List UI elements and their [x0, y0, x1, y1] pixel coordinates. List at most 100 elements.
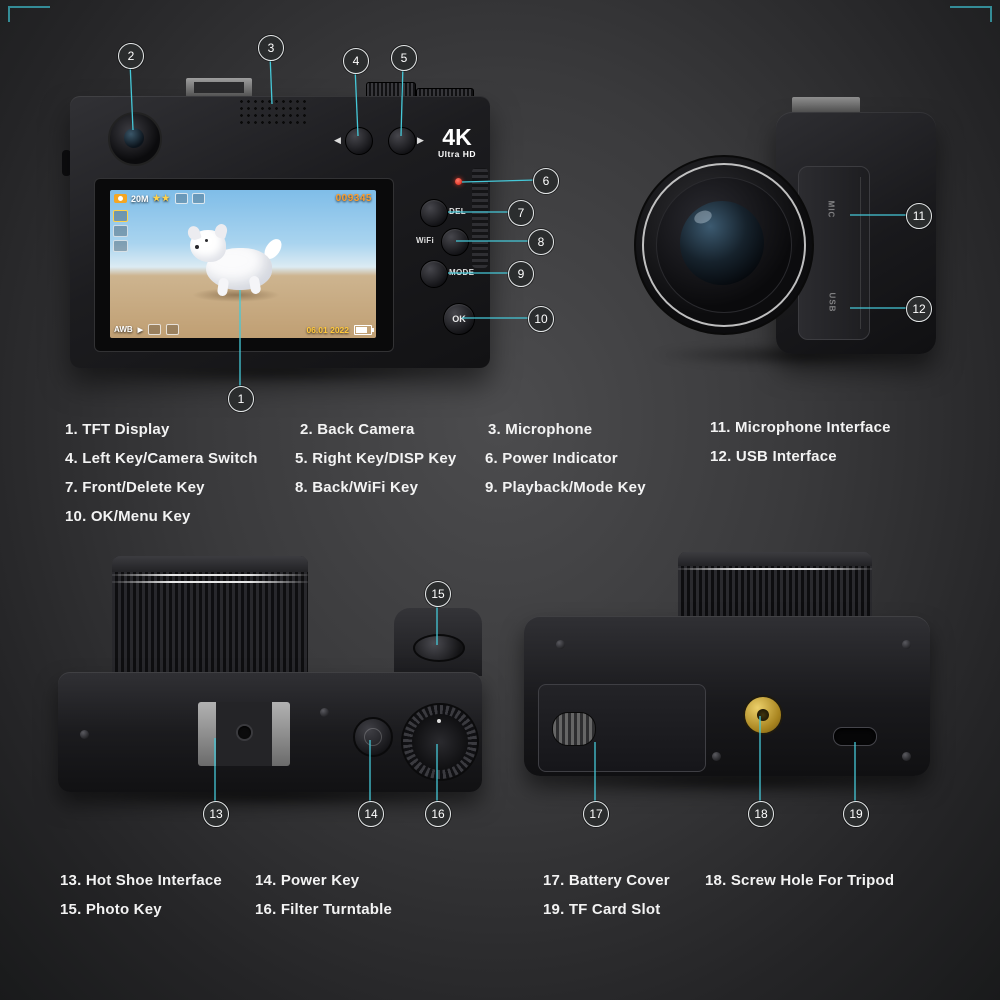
callout-number: 1 — [237, 392, 245, 406]
power-indicator-led — [455, 178, 462, 185]
ok-label: OK — [452, 314, 466, 324]
callout-number: 9 — [517, 267, 525, 281]
4k-logo-text: 4K — [442, 124, 472, 150]
strap-lug — [62, 150, 71, 176]
right-key-button — [388, 127, 416, 155]
battery-cover-latch — [552, 712, 596, 746]
callout-18: 18 — [748, 801, 774, 827]
legend-item-usb-interface: 12. USB Interface — [710, 448, 837, 465]
frame-corner-mark — [950, 6, 992, 22]
microphone-interface-label: MIC — [826, 200, 836, 219]
battery-icon — [354, 324, 374, 335]
osd-icon — [166, 324, 180, 335]
4k-logo: 4K Ultra HD — [428, 126, 486, 159]
legend-item-tripod-screw-hole: 18. Screw Hole For Tripod — [705, 872, 895, 889]
usb-interface-label: USB — [827, 292, 837, 313]
ok-key-button: OK — [443, 303, 475, 335]
osd-icon — [148, 324, 162, 335]
legend-item-power-key: 14. Power Key — [255, 872, 360, 889]
legend-item-photo-key: 15. Photo Key — [60, 901, 162, 918]
legend-item-right-key: 5. Right Key/DISP Key — [295, 450, 457, 467]
legend-item-left-key: 4. Left Key/Camera Switch — [65, 450, 258, 467]
screw-detail — [80, 730, 89, 739]
wifi-key-button — [441, 228, 469, 256]
screw-detail — [902, 640, 911, 649]
legend-item-ok-menu-key: 10. OK/Menu Key — [65, 508, 191, 525]
osd-icon — [113, 240, 128, 252]
legend-item-filter-turntable: 16. Filter Turntable — [255, 901, 393, 918]
screw-detail — [902, 752, 911, 761]
callout-number: 11 — [912, 209, 926, 223]
legend-item-battery-cover: 17. Battery Cover — [543, 872, 670, 889]
legend-item-mode-key: 9. Playback/Mode Key — [485, 479, 646, 496]
callout-number: 13 — [209, 807, 223, 821]
legend-item-back-camera: 2. Back Camera — [300, 421, 415, 438]
callout-6: 6 — [533, 168, 559, 194]
wifi-label: WiFi — [416, 236, 435, 245]
hot-shoe-hole — [238, 726, 251, 739]
callout-13: 13 — [203, 801, 229, 827]
photo-key-button — [413, 634, 465, 662]
callout-5: 5 — [391, 45, 417, 71]
callout-number: 7 — [517, 206, 525, 220]
delete-key-button — [420, 199, 448, 227]
megapixel-label: 20M — [131, 193, 149, 204]
callout-15: 15 — [425, 581, 451, 607]
callout-12: 12 — [906, 296, 932, 322]
osd-icon — [174, 193, 188, 204]
dog-photo-subject — [186, 222, 284, 302]
callout-4: 4 — [343, 48, 369, 74]
callout-2: 2 — [118, 43, 144, 69]
back-camera-lens — [108, 112, 162, 166]
tft-display: 20M ★★ 009345 AWB ▶ 06.01 2022 — [110, 190, 376, 338]
play-icon: ▶ — [137, 326, 144, 334]
screw-detail — [320, 708, 329, 717]
callout-number: 4 — [352, 54, 360, 68]
callout-7: 7 — [508, 200, 534, 226]
top-hot-shoe — [186, 78, 252, 97]
callout-19: 19 — [843, 801, 869, 827]
dog-shadow — [192, 288, 280, 302]
thumb-grip — [472, 168, 488, 268]
tf-card-slot — [833, 727, 877, 746]
screen-osd-top: 20M ★★ 009345 — [114, 193, 372, 204]
legend-item-microphone: 3. Microphone — [488, 421, 593, 438]
osd-icon — [113, 225, 128, 237]
screw-detail — [712, 752, 721, 761]
callout-number: 6 — [542, 174, 550, 188]
left-arrow-icon: ◀ — [334, 135, 341, 145]
callout-number: 16 — [431, 807, 445, 821]
callout-1: 1 — [228, 386, 254, 412]
legend-item-tft-display: 1. TFT Display — [65, 421, 170, 438]
callout-10: 10 — [528, 306, 554, 332]
camera-mode-icon — [114, 194, 127, 203]
lens-ring — [112, 574, 308, 576]
legend-item-power-indicator: 6. Power Indicator — [485, 450, 618, 467]
callout-number: 18 — [754, 807, 768, 821]
callout-number: 3 — [267, 41, 275, 55]
date-stamp: 06.01 2022 — [306, 324, 349, 335]
callout-number: 8 — [537, 235, 545, 249]
callout-11: 11 — [906, 203, 932, 229]
callout-9: 9 — [508, 261, 534, 287]
shot-counter: 009345 — [335, 193, 372, 204]
callout-17: 17 — [583, 801, 609, 827]
ultra-hd-text: Ultra HD — [437, 149, 476, 159]
screen-osd-left-icons — [113, 210, 128, 252]
legend-item-mic-interface: 11. Microphone Interface — [710, 419, 891, 436]
power-key-button — [353, 717, 393, 757]
callout-3: 3 — [258, 35, 284, 61]
left-key-button — [345, 127, 373, 155]
tripod-screw-hole — [743, 695, 783, 735]
callout-number: 12 — [912, 302, 926, 316]
lens-front-cap — [112, 556, 308, 572]
microphone-grille — [238, 98, 308, 126]
mode-label: MODE — [449, 268, 475, 277]
callout-number: 2 — [127, 49, 135, 63]
del-label: DEL — [449, 207, 466, 216]
lens-ring — [112, 581, 308, 583]
callout-8: 8 — [528, 229, 554, 255]
callout-number: 15 — [431, 587, 445, 601]
callout-16: 16 — [425, 801, 451, 827]
